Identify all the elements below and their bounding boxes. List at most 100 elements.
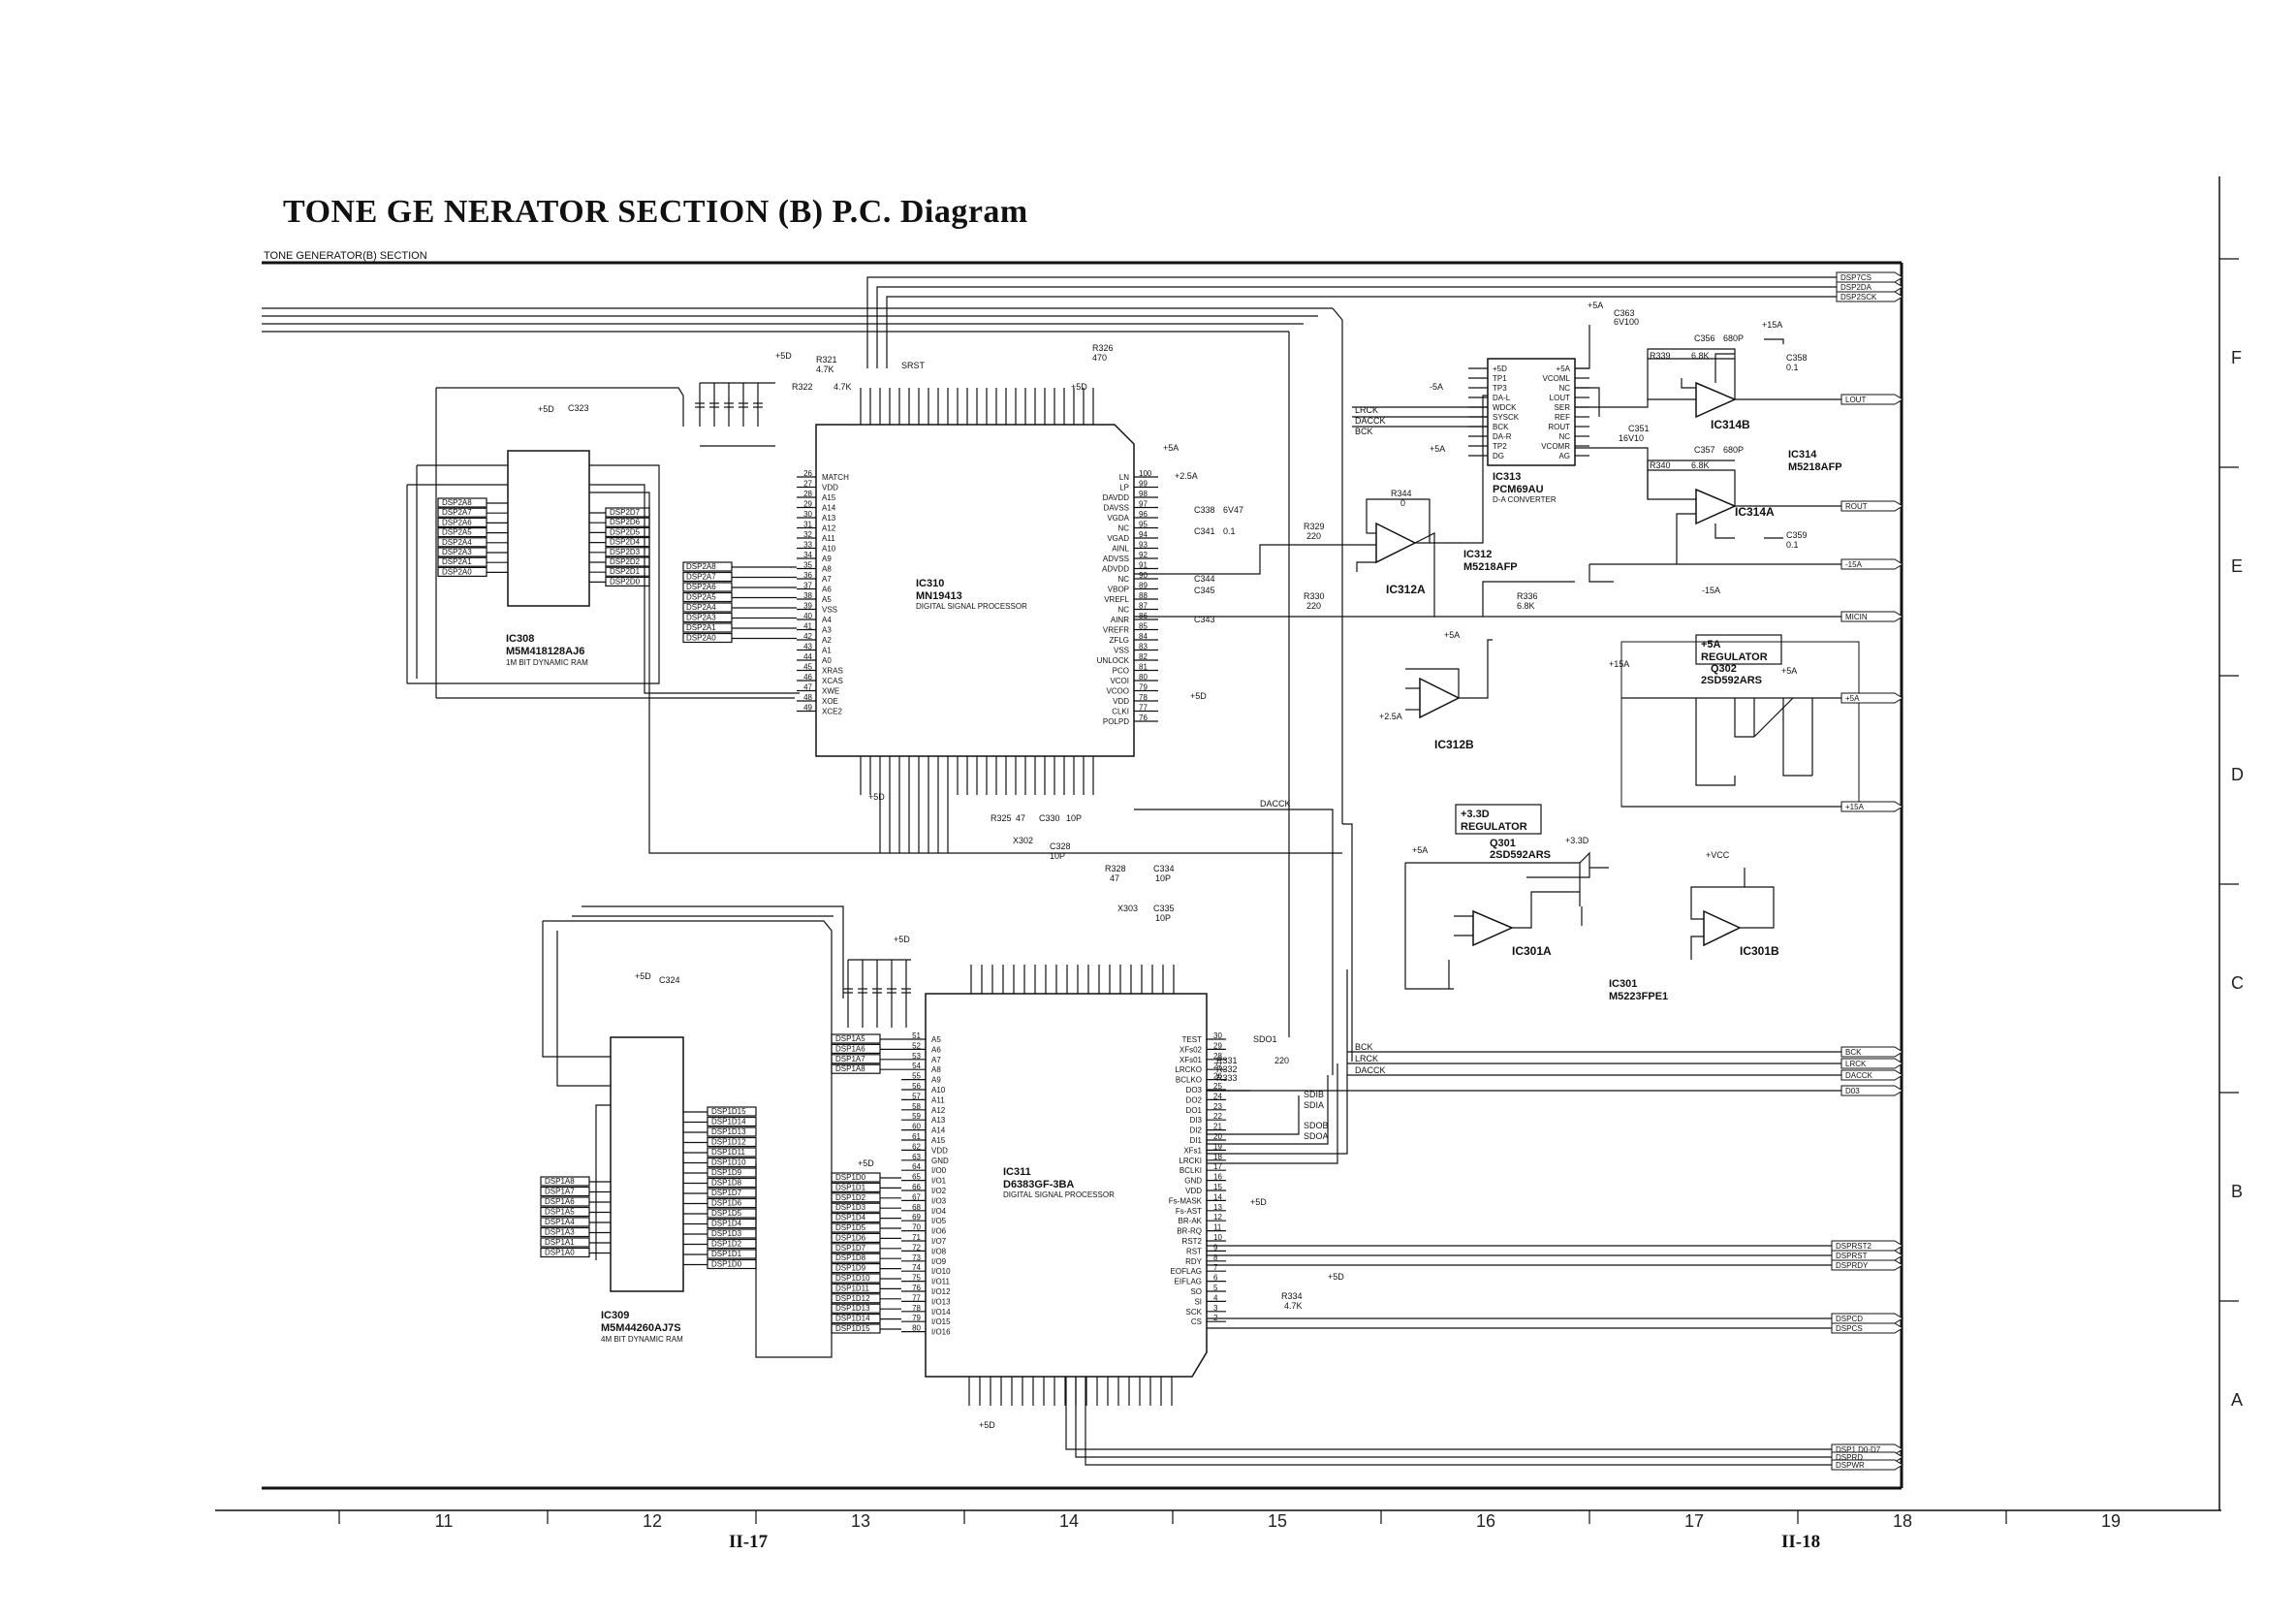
ic310-pin-number: 98 [1139,490,1148,498]
ic310-pin-name: DAVSS [1103,504,1129,513]
ic311-pin-number: 8 [1213,1253,1218,1262]
ic313-pin-name: WDCK [1493,403,1517,412]
connector-flag [1840,801,1903,812]
connector-label: DSP2DA [1840,283,1872,292]
c335-value: 10P [1155,913,1171,923]
connector-label: BCK [1845,1048,1862,1057]
ic308-data-label: DSP2D2 [610,557,641,566]
ic311-pin-number: 79 [912,1314,921,1322]
ic311-part: D6383GF-3BA [1003,1179,1074,1190]
ic310-pin-name: VREFR [1103,626,1129,635]
ic308-address-label: DSP2A8 [442,498,472,507]
ic309-data-label: DSP1D10 [711,1158,746,1167]
connector-label: LRCK [1845,1060,1867,1068]
c328-value: 10P [1050,851,1065,861]
connector-label: D03 [1845,1087,1860,1095]
ic311-pin-name: I/O3 [931,1196,947,1205]
dacck-inner: DACCK [1355,1065,1386,1075]
supply-15a-reg: +15A [1609,659,1629,669]
c335-label: C335 [1153,904,1175,913]
ic310-address-label: DSP2A0 [686,634,716,643]
r344-label: R344 [1391,489,1412,498]
ic311-pin-name: A6 [931,1045,941,1054]
reg-33d-part: 2SD592ARS [1490,849,1551,861]
ic311-pin-number: 11 [1213,1223,1222,1232]
connector-flag [1831,1250,1903,1261]
r328-label: R328 [1105,864,1126,873]
supply-5a-reg2: +5A [1412,845,1428,855]
connector-flag [1836,271,1903,283]
ic311-io-label: DSP1D3 [835,1203,866,1212]
ic314b-label: IC314B [1711,418,1750,431]
ic311-io-label: DSP1D6 [835,1233,866,1242]
ic311-pin-name: I/O10 [931,1267,951,1276]
ic311-pin-name: A9 [931,1076,941,1085]
ic301b-label: IC301B [1740,944,1779,958]
r326-value: 470 [1092,353,1107,363]
ic310-pin-number: 30 [803,510,812,519]
lrck-313: LRCK [1355,405,1378,415]
c343-label: C343 [1194,615,1215,624]
reg-5a-q: Q302 [1711,663,1737,675]
ic309-address-label: DSP1A5 [545,1208,575,1217]
ic310-pin-name: XCE2 [822,708,842,716]
ic310-pin-number: 32 [803,530,812,539]
ic310-pin-number: 77 [1139,704,1148,713]
ic311-pin-name: XFs1 [1183,1146,1202,1155]
ic311-pin-name: VDD [931,1146,948,1155]
connector-label: DACCK [1845,1071,1873,1080]
ic310-address-label: DSP2A5 [686,593,716,602]
ic310-pin-number: 84 [1139,632,1148,641]
ic311-pin-number: 74 [912,1263,921,1272]
ic310-pin-number: 81 [1139,663,1148,672]
ic311-io-label: DSP1D13 [835,1304,870,1313]
ic311-pin-name: I/O15 [931,1317,951,1326]
ic310-pin-number: 100 [1139,469,1152,478]
ic310-address-label: DSP2A8 [686,562,716,571]
c356-value: 680P [1723,333,1744,343]
ic311-pin-name: A5 [931,1035,941,1044]
supply-5a-310: +5A [1163,443,1179,453]
ic311-pin-name: I/O12 [931,1287,951,1296]
ic309-data-label: DSP1D15 [711,1107,746,1116]
ic311-pin-number: 78 [912,1304,921,1313]
ic308-address-label: DSP2A1 [442,557,472,566]
connector-flag [1840,558,1903,570]
ic311-pin-number: 28 [1213,1052,1222,1061]
ic311-pin-number: 15 [1213,1183,1222,1191]
ic312b-label: IC312B [1434,738,1474,751]
ic311-pin-name: A13 [931,1116,946,1125]
sdia-label: SDIA [1304,1100,1324,1110]
c351-label: C351 [1628,424,1650,433]
dacck-label: DACCK [1260,799,1291,809]
ic313-body [1487,358,1576,466]
reg-33d-title-box [1455,804,1542,835]
ic311-pin-number: 64 [912,1162,921,1171]
ic311-io-label: DSP1D0 [835,1173,866,1182]
grid-column-label: 14 [1059,1511,1079,1531]
supply-5d-311d: +5D [1328,1272,1344,1282]
ic312a-label: IC312A [1386,583,1426,596]
ic310-pin-name: XCAS [822,677,843,685]
ic314a-label: IC314A [1735,505,1775,519]
ic311-pin-name: VDD [1185,1187,1202,1195]
ic312-ref: IC312 [1463,549,1492,560]
ic310-pin-name: AINR [1111,616,1129,624]
ic310-pin-number: 26 [803,469,812,478]
ic310-pin-name: A2 [822,636,832,645]
ic311-pin-number: 58 [912,1102,921,1111]
ic313-ref: IC313 [1493,471,1521,483]
ic310-pin-number: 39 [803,602,812,611]
supply-5d-311e: +5D [979,1420,995,1430]
ic311-pin-number: 61 [912,1132,921,1141]
ic310-pin-name: A9 [822,555,832,563]
ic311-pin-number: 80 [912,1324,921,1333]
r322-label: R322 [792,382,813,392]
ic311-pin-number: 29 [1213,1041,1222,1050]
supply-25a-310: +2.5A [1175,471,1198,481]
ic311-pin-name: I/O6 [931,1227,947,1236]
reg-5a-part: 2SD592ARS [1701,675,1762,686]
supply-5d-310d: +5D [868,792,885,802]
ic311-pin-number: 23 [1213,1102,1222,1111]
ic311-pin-name: I/O7 [931,1237,947,1246]
